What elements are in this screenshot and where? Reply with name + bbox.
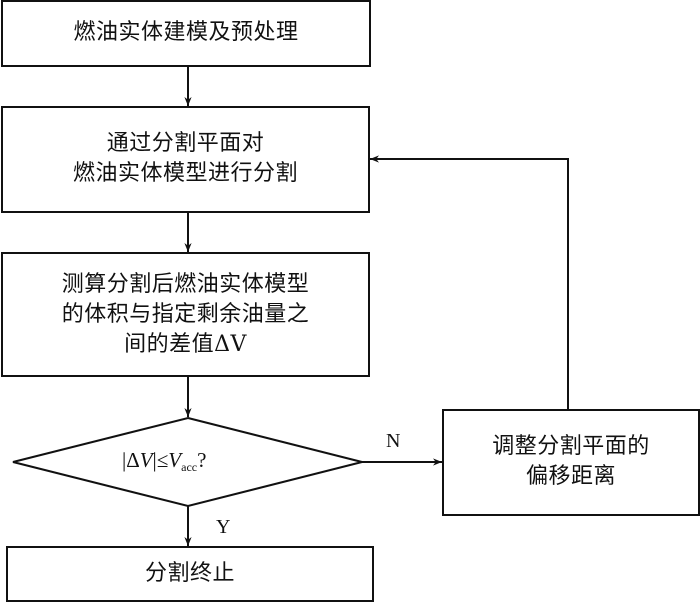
node-decision-condition: |ΔV|≤Vacc? xyxy=(122,448,206,475)
cond-rhs-var: V xyxy=(168,448,182,472)
cond-rhs-sub: acc xyxy=(181,460,198,474)
text-line: 间的差值ΔV xyxy=(124,332,247,357)
node-preprocess-box xyxy=(1,0,371,67)
node-adjust-text: 调整分割平面的 偏移距离 xyxy=(443,432,699,492)
edge-label-yes: Y xyxy=(216,516,231,538)
cond-var: V xyxy=(139,448,153,472)
cond-relation: ≤ xyxy=(156,448,169,472)
node-adjust-box xyxy=(442,409,700,516)
text-line: 调整分割平面的 xyxy=(492,434,650,459)
text-line: 的体积与指定剩余油量之 xyxy=(61,302,310,327)
cond-abs-close: | xyxy=(152,448,157,472)
cond-abs-open: |Δ xyxy=(122,448,140,472)
node-measure-box xyxy=(1,252,370,377)
text-line: 偏移距离 xyxy=(525,464,616,489)
node-measure-text: 测算分割后燃油实体模型 的体积与指定剩余油量之 间的差值ΔV xyxy=(2,270,369,360)
text-line: 分割终止 xyxy=(144,561,235,586)
node-split-text: 通过分割平面对 燃油实体模型进行分割 xyxy=(2,129,369,189)
edge-label-no: N xyxy=(386,430,401,452)
node-preprocess-text: 燃油实体建模及预处理 xyxy=(2,18,370,48)
node-split-box xyxy=(1,106,370,213)
text-line: 燃油实体模型进行分割 xyxy=(72,161,298,186)
cond-suffix: ? xyxy=(197,448,207,472)
text-line: 燃油实体建模及预处理 xyxy=(73,20,299,45)
edge-adjust-feedback xyxy=(370,155,569,410)
node-terminate-text: 分割终止 xyxy=(7,559,373,589)
text-line: 测算分割后燃油实体模型 xyxy=(61,272,310,297)
text-line: 通过分割平面对 xyxy=(106,131,265,156)
node-terminate-box xyxy=(6,546,374,602)
